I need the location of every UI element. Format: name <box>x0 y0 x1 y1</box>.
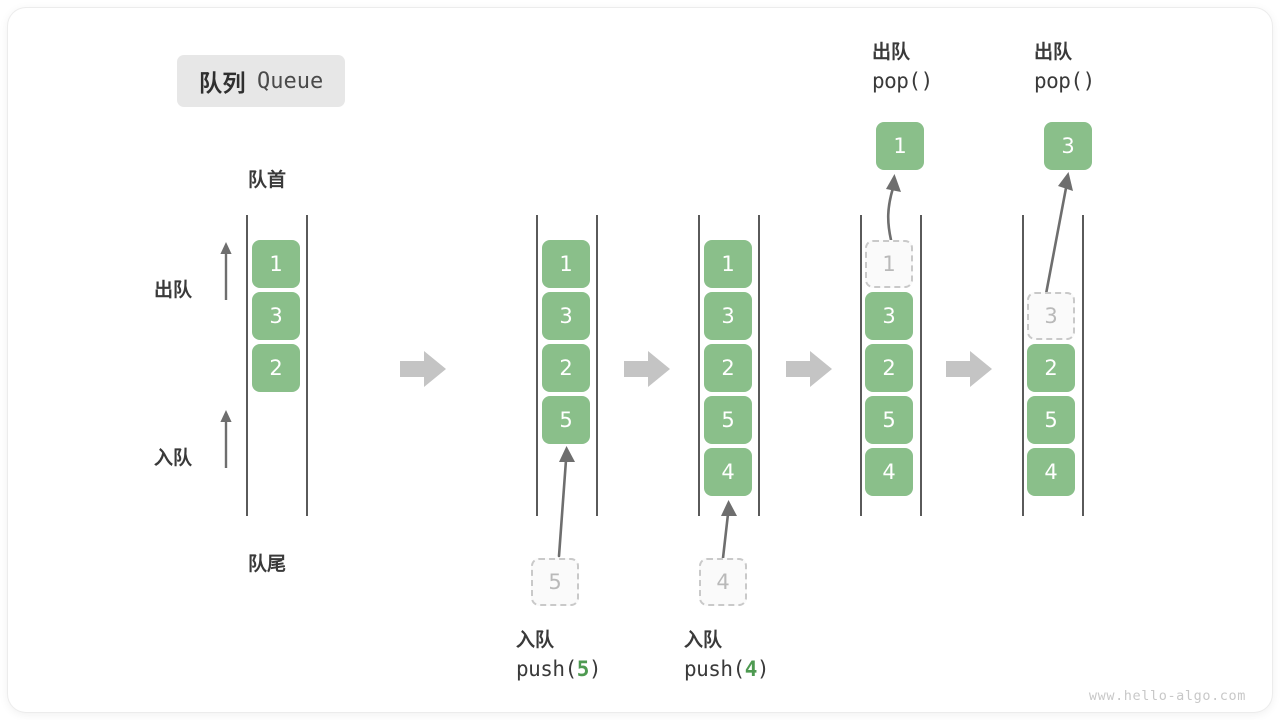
queue-head-label: 队首 <box>248 170 287 191</box>
queue-rail-left-3 <box>698 215 700 516</box>
queue-item: 2 <box>542 344 590 392</box>
queue-item: 2 <box>865 344 913 392</box>
pop-1-caption-cn: 出队 <box>872 42 911 63</box>
pop-1-motion-arrow-icon <box>886 174 901 242</box>
queue-item: 2 <box>252 344 300 392</box>
push-5-caption-code: push(5) <box>516 657 602 681</box>
queue-item: 4 <box>1027 448 1075 496</box>
pop-1-caption: 出队 pop() <box>872 40 933 96</box>
popped-ghost-slot: 3 <box>1027 292 1075 340</box>
push-5-motion-arrow-icon <box>557 446 575 558</box>
queue-rail-right-5 <box>1082 215 1084 516</box>
queue-rail-left-4 <box>860 215 862 516</box>
queue-rail-left-5 <box>1022 215 1024 516</box>
title-english: Queue <box>257 68 324 94</box>
queue-item: 1 <box>704 240 752 288</box>
diagram-card: 队列 Queue 队首 队尾 出队 入队 1 3 2 1 3 2 5 5 入队 … <box>8 8 1272 712</box>
queue-item-new: 4 <box>704 448 752 496</box>
popped-element-1: 1 <box>876 122 924 170</box>
queue-item: 5 <box>704 396 752 444</box>
push-4-caption-code: push(4) <box>684 657 770 681</box>
queue-rail-right-1 <box>306 215 308 516</box>
pop-3-caption: 出队 pop() <box>1034 40 1095 96</box>
queue-item: 3 <box>865 292 913 340</box>
diagram-stage: 队列 Queue 队首 队尾 出队 入队 1 3 2 1 3 2 5 5 入队 … <box>8 8 1272 712</box>
queue-item: 1 <box>252 240 300 288</box>
queue-item: 1 <box>542 240 590 288</box>
queue-item: 2 <box>1027 344 1075 392</box>
push-5-caption-cn: 入队 <box>516 630 555 651</box>
pop-3-motion-arrow-icon <box>1044 172 1073 296</box>
site-watermark: www.hello-algo.com <box>1088 688 1246 704</box>
queue-tail-label: 队尾 <box>248 554 287 575</box>
dequeue-direction-label: 出队 <box>154 280 193 301</box>
popped-element-3: 3 <box>1044 122 1092 170</box>
queue-item: 2 <box>704 344 752 392</box>
queue-item: 5 <box>1027 396 1075 444</box>
queue-item: 3 <box>542 292 590 340</box>
queue-rail-right-3 <box>758 215 760 516</box>
queue-item: 5 <box>865 396 913 444</box>
queue-rail-left-1 <box>246 215 248 516</box>
push-4-caption-cn: 入队 <box>684 630 723 651</box>
popped-ghost-slot: 1 <box>865 240 913 288</box>
queue-rail-right-4 <box>920 215 922 516</box>
pop-3-caption-code: pop() <box>1034 69 1095 93</box>
push-5-ghost-box: 5 <box>531 558 579 606</box>
step-separator-arrow-icon <box>400 351 446 387</box>
queue-rail-right-2 <box>596 215 598 516</box>
queue-item-new: 5 <box>542 396 590 444</box>
queue-item: 4 <box>865 448 913 496</box>
queue-item: 3 <box>704 292 752 340</box>
queue-item: 3 <box>252 292 300 340</box>
push-5-caption: 入队 push(5) <box>516 628 602 684</box>
pop-3-caption-cn: 出队 <box>1034 42 1073 63</box>
diagram-title-badge: 队列 Queue <box>177 55 346 107</box>
dequeue-direction-arrow-icon <box>220 242 232 300</box>
step-separator-arrow-icon <box>624 351 670 387</box>
push-4-motion-arrow-icon <box>721 500 737 560</box>
enqueue-direction-label: 入队 <box>154 448 193 469</box>
step-separator-arrow-icon <box>946 351 992 387</box>
enqueue-direction-arrow-icon <box>220 410 232 468</box>
queue-rail-left-2 <box>536 215 538 516</box>
title-chinese: 队列 <box>199 70 246 96</box>
push-4-caption: 入队 push(4) <box>684 628 770 684</box>
push-4-ghost-box: 4 <box>699 558 747 606</box>
step-separator-arrow-icon <box>786 351 832 387</box>
pop-1-caption-code: pop() <box>872 69 933 93</box>
